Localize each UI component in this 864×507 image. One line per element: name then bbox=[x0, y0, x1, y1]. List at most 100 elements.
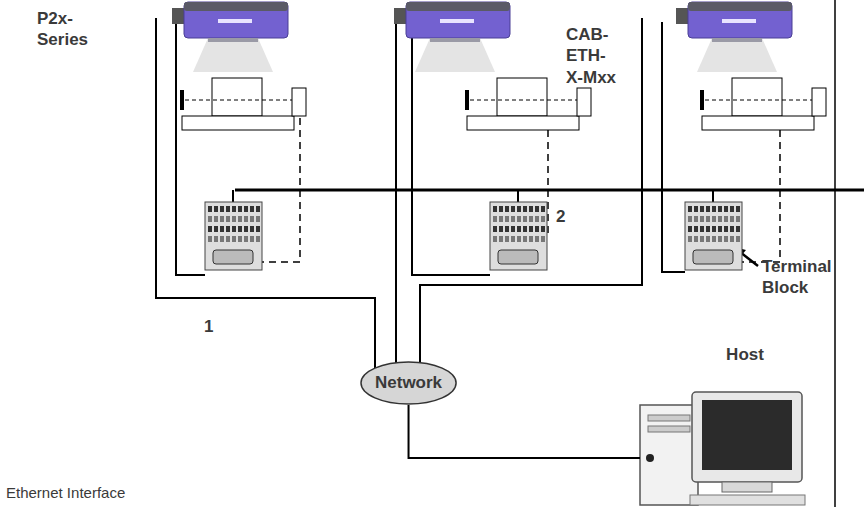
terminal bbox=[493, 216, 497, 222]
bus-drop bbox=[712, 190, 714, 202]
terminal bbox=[694, 206, 698, 212]
scanner-window bbox=[208, 38, 258, 42]
terminal bbox=[517, 226, 521, 232]
terminal bbox=[256, 206, 260, 212]
terminal bbox=[256, 226, 260, 232]
legend-note: Ethernet Interface bbox=[6, 484, 226, 503]
terminal bbox=[214, 236, 218, 242]
terminal bbox=[499, 226, 503, 232]
terminal bbox=[238, 236, 242, 242]
sensor-beam bbox=[705, 100, 812, 101]
network-cable bbox=[409, 405, 640, 458]
terminal bbox=[511, 216, 515, 222]
terminal bbox=[232, 226, 236, 232]
object-box bbox=[212, 78, 262, 116]
terminal bbox=[244, 206, 248, 212]
node-label: Host bbox=[726, 345, 764, 365]
sensor-wire bbox=[262, 118, 300, 262]
scanner-station bbox=[676, 2, 826, 270]
light-beam bbox=[193, 38, 273, 72]
terminal bbox=[208, 236, 212, 242]
terminal bbox=[493, 236, 497, 242]
terminal bbox=[724, 226, 728, 232]
computer-icon bbox=[640, 392, 805, 505]
terminal bbox=[724, 206, 728, 212]
terminal bbox=[535, 206, 539, 212]
host-computer: Host bbox=[690, 345, 800, 385]
terminal bbox=[712, 206, 716, 212]
reflector bbox=[465, 90, 469, 110]
terminal bbox=[226, 206, 230, 212]
terminal bbox=[220, 236, 224, 242]
terminal bbox=[529, 206, 533, 212]
scanner-window bbox=[712, 38, 762, 42]
terminal bbox=[220, 206, 224, 212]
terminal bbox=[208, 206, 212, 212]
cable bbox=[662, 22, 685, 272]
terminal bbox=[700, 226, 704, 232]
terminal bbox=[718, 216, 722, 222]
terminal bbox=[220, 226, 224, 232]
terminal bbox=[718, 226, 722, 232]
terminal bbox=[238, 216, 242, 222]
terminal bbox=[535, 236, 539, 242]
terminal-block bbox=[205, 202, 262, 270]
light-beam bbox=[697, 38, 777, 72]
callout-number: 1 bbox=[204, 316, 224, 337]
terminal bbox=[244, 216, 248, 222]
conveyor bbox=[467, 116, 579, 130]
network-cloud: Network bbox=[360, 361, 457, 405]
terminal bbox=[244, 226, 248, 232]
terminal bbox=[499, 236, 503, 242]
terminal bbox=[214, 216, 218, 222]
terminal bbox=[688, 236, 692, 242]
cable-label: CAB-ETH-X-Mxx bbox=[566, 24, 618, 88]
terminal bbox=[694, 216, 698, 222]
terminal bbox=[529, 236, 533, 242]
terminal bbox=[232, 216, 236, 222]
bus-drop bbox=[517, 190, 519, 202]
sensor-wire bbox=[742, 118, 780, 262]
terminal bbox=[505, 216, 509, 222]
logo-mark bbox=[722, 19, 756, 23]
terminal bbox=[535, 226, 539, 232]
terminal bbox=[688, 226, 692, 232]
terminal bbox=[208, 226, 212, 232]
sensor-beam bbox=[185, 100, 292, 101]
sensor-beam bbox=[470, 100, 577, 101]
terminal bbox=[250, 216, 254, 222]
node-label: Network bbox=[375, 373, 442, 393]
terminal bbox=[724, 216, 728, 222]
logo-mark bbox=[440, 19, 474, 23]
terminal bbox=[730, 206, 734, 212]
terminal bbox=[523, 206, 527, 212]
terminal bbox=[529, 226, 533, 232]
scanner-body bbox=[184, 2, 288, 38]
leader-line bbox=[740, 252, 758, 266]
terminal bbox=[232, 206, 236, 212]
terminal bbox=[712, 236, 716, 242]
terminal bbox=[712, 216, 716, 222]
terminal bbox=[730, 236, 734, 242]
terminal-block bbox=[685, 202, 742, 270]
bus-drop bbox=[232, 190, 234, 202]
terminal bbox=[706, 236, 710, 242]
terminal bbox=[220, 216, 224, 222]
terminal bbox=[523, 226, 527, 232]
photo-sensor bbox=[812, 88, 826, 116]
terminal bbox=[250, 206, 254, 212]
terminal bbox=[499, 206, 503, 212]
terminal bbox=[700, 236, 704, 242]
d-sub-connector bbox=[693, 250, 733, 264]
d-sub-connector bbox=[213, 250, 253, 264]
terminal bbox=[694, 226, 698, 232]
conveyor bbox=[702, 116, 814, 130]
scanner-station bbox=[172, 2, 306, 270]
terminal bbox=[517, 206, 521, 212]
terminal bbox=[238, 226, 242, 232]
part-label: Terminal Block bbox=[762, 256, 834, 299]
terminal bbox=[214, 226, 218, 232]
scanner-cap bbox=[406, 2, 510, 11]
